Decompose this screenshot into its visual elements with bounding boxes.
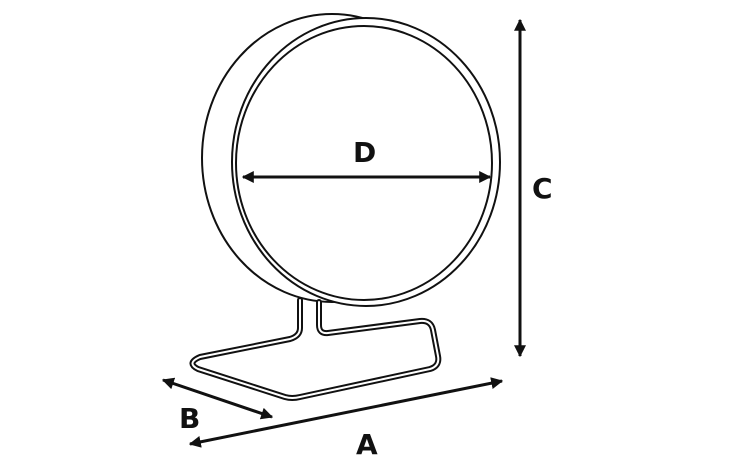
label-d: D bbox=[353, 136, 376, 169]
label-b: B bbox=[179, 402, 200, 435]
label-a: A bbox=[356, 428, 378, 461]
dimension-arrow-a bbox=[188, 377, 504, 448]
label-c: C bbox=[532, 172, 553, 205]
wheel bbox=[201, 13, 501, 307]
wheel-front-rim-outer bbox=[231, 17, 501, 307]
wheel-front-rim-inner bbox=[235, 25, 493, 301]
stand bbox=[189, 297, 442, 401]
